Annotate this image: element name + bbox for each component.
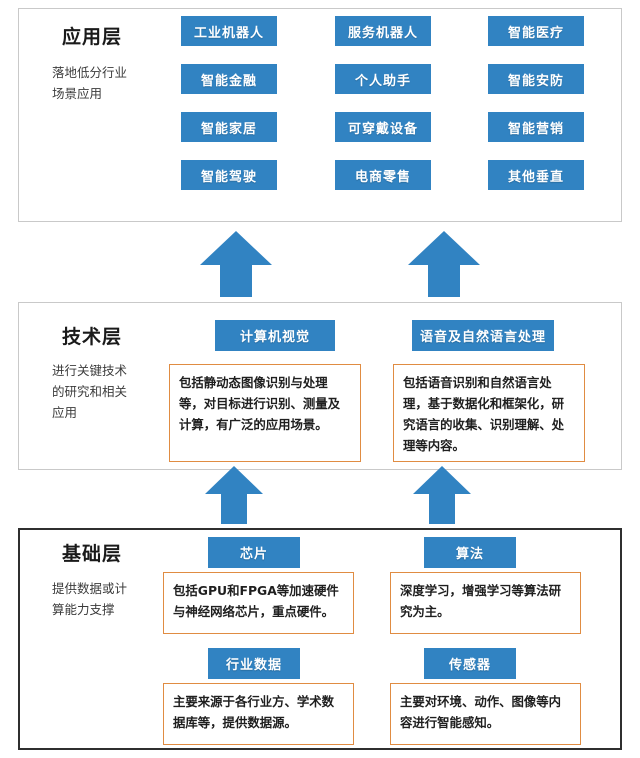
app-item-smart-finance[interactable]: 智能金融 xyxy=(181,64,277,94)
arrow-foundation-to-technology-left xyxy=(205,466,263,524)
application-layer-title: 应用层 xyxy=(62,26,123,48)
app-item-other-vertical[interactable]: 其他垂直 xyxy=(488,160,584,190)
foundation-block-industry-data-description: 主要来源于各行业方、学术数 据库等，提供数据源。 xyxy=(163,683,354,745)
arrow-tech-to-application-right xyxy=(408,231,480,297)
tech-block-computer-vision-description: 包括静动态图像识别与处理 等，对目标进行识别、测量及 计算，有广泛的应用场景。 xyxy=(169,364,361,462)
technology-layer-subtitle: 进行关键技术 的研究和相关 应用 xyxy=(52,363,128,420)
app-item-wearable-device[interactable]: 可穿戴设备 xyxy=(335,112,431,142)
foundation-block-algorithm-label[interactable]: 算法 xyxy=(424,537,516,568)
foundation-block-chip-description: 包括GPU和FPGA等加速硬件 与神经网络芯片，重点硬件。 xyxy=(163,572,354,634)
application-layer-subtitle: 落地低分行业 场景应用 xyxy=(52,65,128,101)
foundation-block-industry-data-label[interactable]: 行业数据 xyxy=(208,648,300,679)
foundation-layer-subtitle: 提供数据或计 算能力支撑 xyxy=(52,581,128,617)
app-item-smart-driving[interactable]: 智能驾驶 xyxy=(181,160,277,190)
app-item-industrial-robot[interactable]: 工业机器人 xyxy=(181,16,277,46)
foundation-block-sensor-label[interactable]: 传感器 xyxy=(424,648,516,679)
foundation-block-sensor-description: 主要对环境、动作、图像等内 容进行智能感知。 xyxy=(390,683,581,745)
tech-block-computer-vision-label[interactable]: 计算机视觉 xyxy=(215,320,335,351)
arrow-tech-to-application-left xyxy=(200,231,272,297)
app-item-smart-medical[interactable]: 智能医疗 xyxy=(488,16,584,46)
tech-block-speech-nlp-label[interactable]: 语音及自然语言处理 xyxy=(412,320,554,351)
foundation-block-chip-label[interactable]: 芯片 xyxy=(208,537,300,568)
tech-block-speech-nlp-description: 包括语音识别和自然语言处 理，基于数据化和框架化，研 究语言的收集、识别理解、处… xyxy=(393,364,585,462)
arrow-foundation-to-technology-right xyxy=(413,466,471,524)
app-item-smart-marketing[interactable]: 智能营销 xyxy=(488,112,584,142)
app-item-ecommerce-retail[interactable]: 电商零售 xyxy=(335,160,431,190)
app-item-smart-home[interactable]: 智能家居 xyxy=(181,112,277,142)
app-item-personal-assistant[interactable]: 个人助手 xyxy=(335,64,431,94)
app-item-smart-security[interactable]: 智能安防 xyxy=(488,64,584,94)
app-item-service-robot[interactable]: 服务机器人 xyxy=(335,16,431,46)
technology-layer-title: 技术层 xyxy=(62,326,123,348)
foundation-layer-title: 基础层 xyxy=(62,543,123,565)
foundation-block-algorithm-description: 深度学习，增强学习等算法研 究为主。 xyxy=(390,572,581,634)
